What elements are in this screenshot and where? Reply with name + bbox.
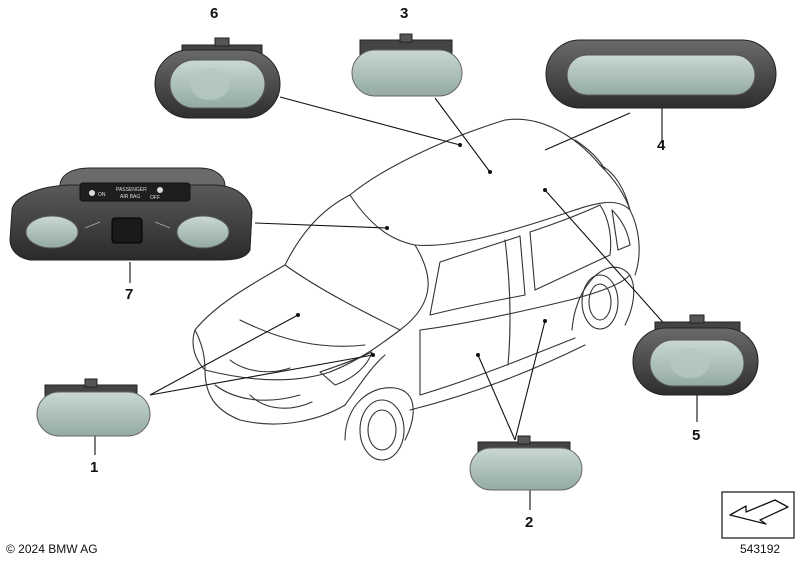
part-2-lamp [469, 435, 583, 491]
part-1-lamp [36, 378, 151, 437]
callout-3: 3 [400, 5, 409, 22]
console-button [111, 217, 143, 244]
console-on-label: ON [98, 192, 106, 198]
callout-5: 5 [692, 427, 701, 444]
callout-6: 6 [210, 5, 219, 22]
part-5-interior-light [632, 314, 759, 396]
part-7-overhead-console: ON PASSENGER AIR BAG OFF [9, 167, 253, 261]
airbag-off-icon [157, 187, 163, 193]
console-label-line2: AIR BAG [120, 194, 140, 200]
copyright: © 2024 BMW AG [6, 542, 98, 556]
navigation-arrow-icon [721, 491, 795, 539]
leader-lines [94, 96, 698, 510]
diagram-number: 543192 [740, 542, 781, 556]
callout-2: 2 [525, 514, 534, 531]
part-6-interior-light [154, 37, 281, 119]
left-reading-light [25, 215, 79, 249]
callout-1: 1 [90, 459, 99, 476]
part-4-large-lamp [545, 39, 777, 109]
callout-7: 7 [125, 286, 134, 303]
airbag-indicator-icon [89, 190, 95, 196]
leader-dots [296, 143, 547, 357]
callout-4: 4 [657, 137, 666, 154]
console-off-label: OFF [150, 195, 160, 201]
console-label-line1: PASSENGER [116, 187, 147, 193]
part-3-lamp [351, 33, 463, 97]
right-reading-light [176, 215, 230, 249]
car-outline [192, 118, 640, 461]
